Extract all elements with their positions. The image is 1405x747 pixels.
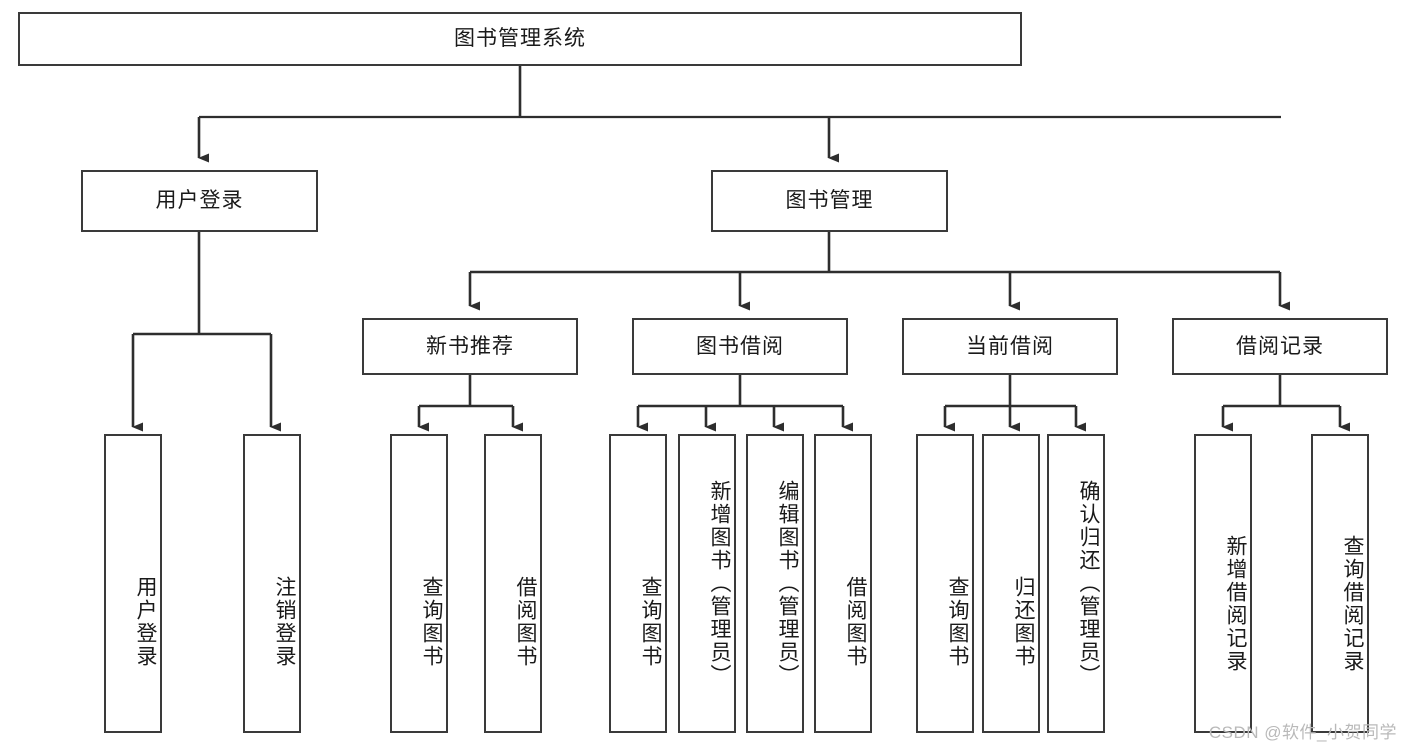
- node-book-borrow-label: 图书借阅: [696, 334, 784, 358]
- node-book-manage[interactable]: 图书管理: [711, 170, 948, 232]
- node-leaf-edit-book[interactable]: 编辑图书（管理员）: [746, 434, 804, 733]
- node-leaf-confirm-return[interactable]: 确认归还（管理员）: [1047, 434, 1105, 733]
- node-new-book-recommend-label: 新书推荐: [426, 334, 514, 358]
- node-new-book-recommend[interactable]: 新书推荐: [362, 318, 578, 375]
- node-leaf-add-record[interactable]: 新增借阅记录: [1194, 434, 1252, 733]
- node-leaf-return-book-label: 归还图书: [1012, 575, 1035, 668]
- node-current-borrow-label: 当前借阅: [966, 334, 1054, 358]
- node-leaf-add-book[interactable]: 新增图书（管理员）: [678, 434, 736, 733]
- node-book-borrow[interactable]: 图书借阅: [632, 318, 848, 375]
- node-leaf-user-login[interactable]: 用户登录: [104, 434, 162, 733]
- node-borrow-record-label: 借阅记录: [1236, 334, 1324, 358]
- node-root[interactable]: 图书管理系统: [18, 12, 1022, 66]
- node-leaf-query-record[interactable]: 查询借阅记录: [1311, 434, 1369, 733]
- node-root-label: 图书管理系统: [454, 27, 586, 51]
- node-leaf-user-login-label: 用户登录: [134, 575, 157, 668]
- node-leaf-query-book-3-label: 查询图书: [946, 575, 969, 668]
- node-leaf-return-book[interactable]: 归还图书: [982, 434, 1040, 733]
- node-user-login[interactable]: 用户登录: [81, 170, 318, 232]
- node-leaf-query-record-label: 查询借阅记录: [1341, 534, 1364, 673]
- node-leaf-edit-book-label: 编辑图书（管理员）: [776, 480, 799, 687]
- node-current-borrow[interactable]: 当前借阅: [902, 318, 1118, 375]
- node-leaf-query-book-1-label: 查询图书: [420, 575, 443, 668]
- node-book-manage-label: 图书管理: [785, 189, 874, 213]
- node-leaf-borrow-book-1[interactable]: 借阅图书: [484, 434, 542, 733]
- node-leaf-borrow-book-2-label: 借阅图书: [844, 575, 867, 668]
- node-leaf-logout[interactable]: 注销登录: [243, 434, 301, 733]
- node-leaf-logout-label: 注销登录: [273, 575, 296, 668]
- node-leaf-add-book-label: 新增图书（管理员）: [708, 480, 731, 687]
- node-leaf-add-record-label: 新增借阅记录: [1224, 534, 1247, 673]
- node-leaf-query-book-3[interactable]: 查询图书: [916, 434, 974, 733]
- node-borrow-record[interactable]: 借阅记录: [1172, 318, 1388, 375]
- node-leaf-query-book-2-label: 查询图书: [639, 575, 662, 668]
- node-leaf-query-book-1[interactable]: 查询图书: [390, 434, 448, 733]
- watermark: CSDN @软件_小贺同学: [1208, 723, 1397, 742]
- node-leaf-confirm-return-label: 确认归还（管理员）: [1077, 480, 1100, 687]
- node-user-login-label: 用户登录: [155, 189, 244, 213]
- node-leaf-borrow-book-1-label: 借阅图书: [514, 575, 537, 668]
- node-leaf-borrow-book-2[interactable]: 借阅图书: [814, 434, 872, 733]
- node-leaf-query-book-2[interactable]: 查询图书: [609, 434, 667, 733]
